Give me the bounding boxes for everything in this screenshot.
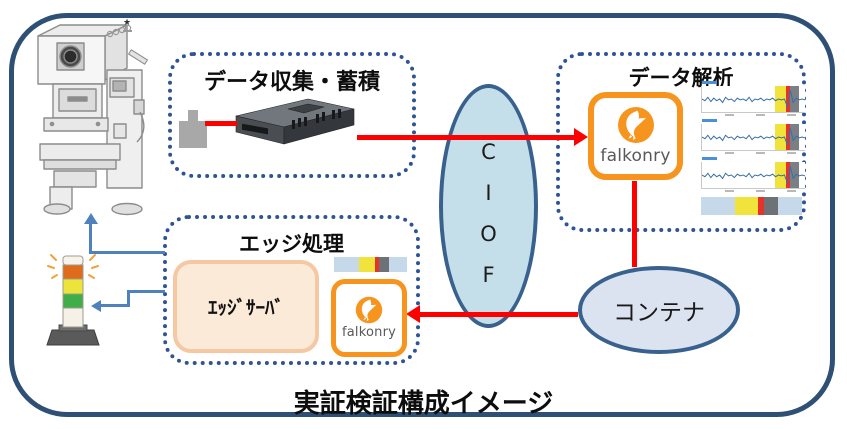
edge-server-label: ｴｯｼﾞｻｰﾊﾞ bbox=[207, 297, 284, 319]
falkonry-wordmark: falkonry bbox=[341, 325, 397, 340]
outer-frame bbox=[9, 13, 835, 417]
feedback-line-to-machine-h bbox=[89, 251, 165, 254]
mini-chart-label bbox=[702, 157, 717, 160]
sensor-illustration bbox=[179, 110, 207, 148]
falkonry-falcon-icon bbox=[355, 296, 383, 324]
analysis-chart-thumbnails bbox=[701, 80, 805, 195]
group-title-edge-processing: エッジ処理 bbox=[239, 232, 344, 256]
mini-chart-label bbox=[702, 81, 717, 84]
mini-chart-unit bbox=[701, 81, 805, 116]
connector-container-to-edge bbox=[420, 312, 578, 317]
anomaly-colorbar bbox=[701, 197, 802, 215]
data-logger-illustration bbox=[232, 96, 358, 150]
group-edge-processing: エッジ処理 bbox=[163, 215, 420, 365]
falkonry-falcon-icon bbox=[617, 106, 655, 144]
connector-collection-to-analysis bbox=[357, 135, 575, 140]
ciof-label: C I O F bbox=[480, 139, 497, 287]
feedback-line-to-tower-v bbox=[127, 290, 130, 307]
edge-server-node: ｴｯｼﾞｻｰﾊﾞ bbox=[173, 260, 319, 353]
arrowhead-to-edge-falkonry bbox=[406, 305, 420, 323]
mini-timeseries-chart bbox=[701, 162, 805, 189]
group-data-collection: データ収集・蓄積 bbox=[168, 52, 416, 178]
group-title-data-collection: データ収集・蓄積 bbox=[203, 70, 380, 95]
mini-chart-unit bbox=[701, 119, 805, 154]
mini-chart-unit bbox=[701, 157, 805, 192]
signal-tower-illustration bbox=[44, 246, 102, 350]
anomaly-colorbar-small bbox=[334, 257, 407, 272]
machine-note-star: ★ bbox=[123, 19, 132, 32]
mini-chart-axis-ticks bbox=[701, 190, 805, 192]
diagram-title: 実証検証構成イメージ bbox=[293, 389, 554, 419]
falkonry-edge-logo: falkonry bbox=[331, 279, 407, 357]
arrowhead-to-machine bbox=[84, 213, 98, 224]
mini-timeseries-chart bbox=[701, 124, 805, 151]
container-label: コンテナ bbox=[613, 300, 705, 326]
machine-note-smalltext bbox=[123, 30, 132, 32]
mini-timeseries-chart bbox=[701, 86, 805, 113]
feedback-line-to-tower-h1 bbox=[127, 290, 165, 293]
press-machine-illustration bbox=[30, 20, 152, 216]
connector-sensor-to-logger bbox=[205, 121, 237, 126]
feedback-line-to-machine-v bbox=[89, 224, 92, 253]
falkonry-wordmark: falkonry bbox=[600, 146, 671, 166]
ciof-hub-ellipse: C I O F bbox=[439, 84, 538, 328]
feedback-line-to-tower-h2 bbox=[100, 304, 130, 307]
container-node-ellipse: コンテナ bbox=[578, 266, 740, 354]
arrowhead-to-tower bbox=[91, 300, 101, 312]
mini-chart-axis-ticks bbox=[701, 114, 805, 116]
arrowhead-to-analysis bbox=[574, 128, 588, 146]
mini-chart-label bbox=[702, 119, 717, 122]
star-icon: ★ bbox=[123, 18, 132, 28]
falkonry-analysis-logo: falkonry bbox=[588, 92, 683, 180]
connector-analysis-to-container bbox=[632, 181, 637, 267]
mini-chart-axis-ticks bbox=[701, 152, 805, 154]
